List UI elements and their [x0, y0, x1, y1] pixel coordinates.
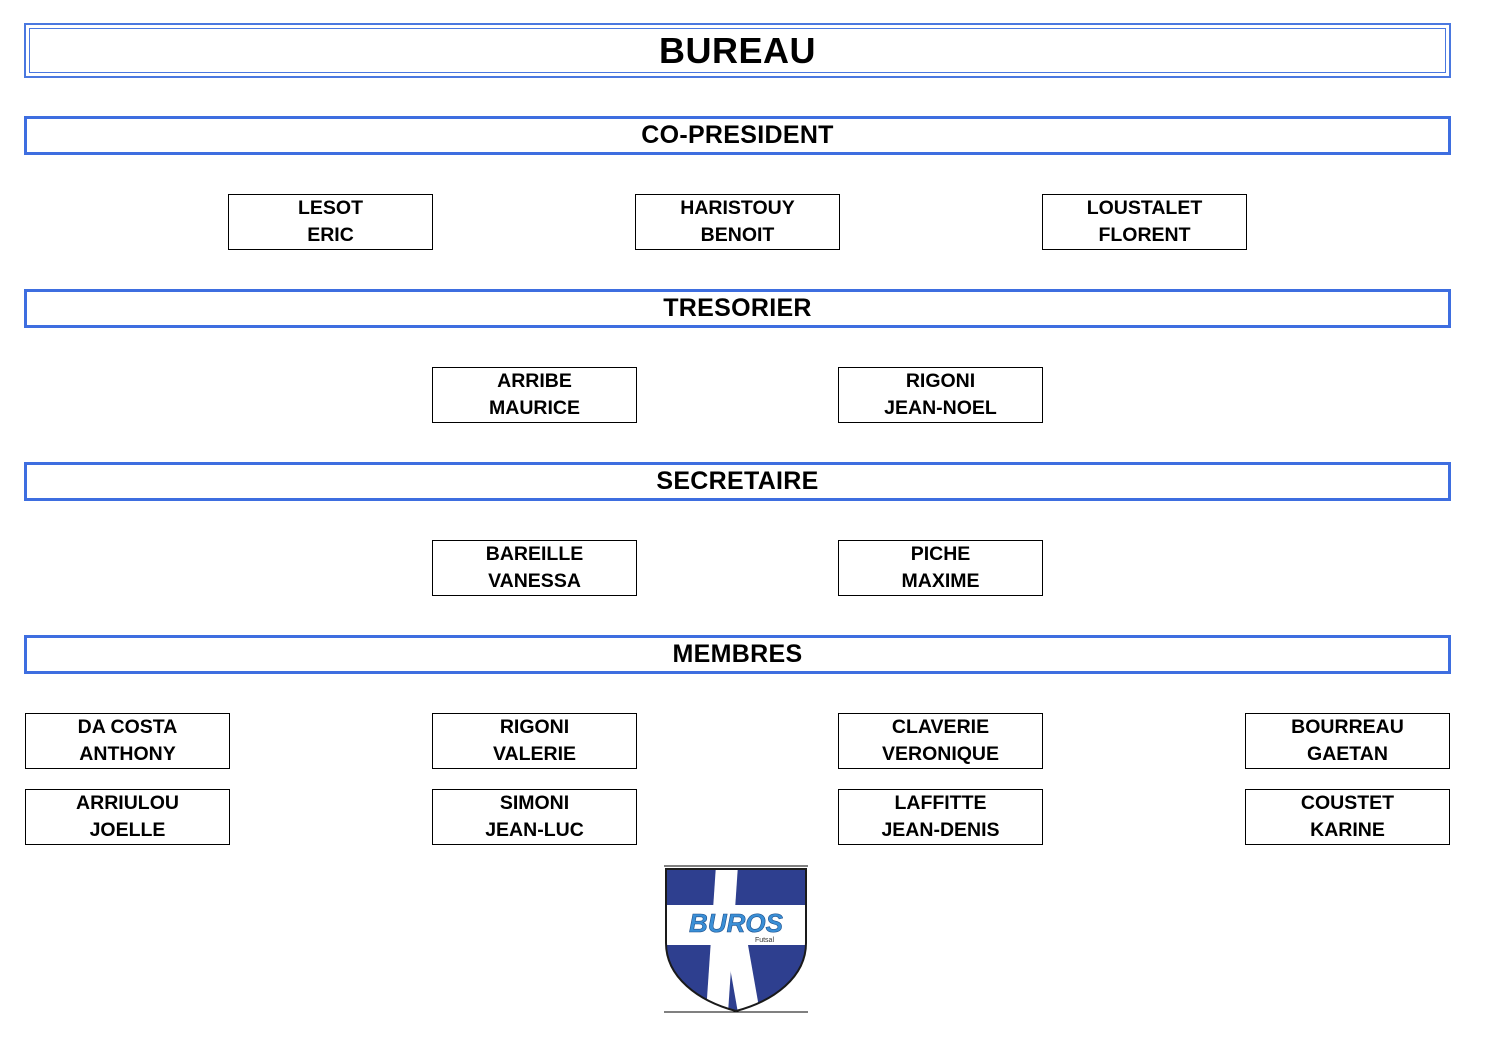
member-first-name: ERIC	[307, 224, 354, 246]
member-card: ARRIULOU JOELLE	[25, 789, 230, 845]
member-first-name: MAURICE	[489, 397, 580, 419]
member-last-name: ARRIBE	[497, 370, 572, 392]
member-last-name: LESOT	[297, 197, 363, 219]
member-last-name: BAREILLE	[485, 543, 584, 565]
section-title: SECRETAIRE	[656, 467, 819, 495]
member-first-name: JEAN-DENIS	[881, 819, 1000, 841]
section-header-secretaire: SECRETAIRE	[24, 462, 1451, 501]
club-crest-icon: BUROS Futsal	[664, 865, 808, 1013]
member-card: COUSTET KARINE	[1245, 789, 1450, 845]
member-card: LESOT ERIC	[228, 194, 433, 250]
member-card: HARISTOUY BENOIT	[635, 194, 840, 250]
section-title: TRESORIER	[663, 294, 812, 322]
member-last-name: DA COSTA	[77, 716, 178, 738]
member-last-name: SIMONI	[499, 792, 570, 814]
member-last-name: COUSTET	[1300, 792, 1395, 814]
member-first-name: BENOIT	[700, 224, 775, 246]
member-first-name: KARINE	[1310, 819, 1385, 841]
section-title: MEMBRES	[672, 640, 803, 668]
member-first-name: JEAN-LUC	[485, 819, 584, 841]
section-header-co-president: CO-PRESIDENT	[24, 116, 1451, 155]
page-title-box: BUREAU	[24, 23, 1451, 78]
member-first-name: ANTHONY	[79, 743, 176, 765]
member-first-name: FLORENT	[1098, 224, 1191, 246]
member-card: DA COSTA ANTHONY	[25, 713, 230, 769]
member-last-name: BOURREAU	[1291, 716, 1404, 738]
member-last-name: PICHE	[910, 543, 971, 565]
member-card: BOURREAU GAETAN	[1245, 713, 1450, 769]
logo-subtext: Futsal	[755, 937, 775, 944]
member-last-name: RIGONI	[499, 716, 570, 738]
section-header-tresorier: TRESORIER	[24, 289, 1451, 328]
member-last-name: RIGONI	[905, 370, 976, 392]
member-card: ARRIBE MAURICE	[432, 367, 637, 423]
member-card: PICHE MAXIME	[838, 540, 1043, 596]
logo-text: BUROS	[689, 908, 784, 938]
section-header-membres: MEMBRES	[24, 635, 1451, 674]
member-first-name: MAXIME	[901, 570, 980, 592]
member-last-name: ARRIULOU	[76, 792, 179, 814]
section-title: CO-PRESIDENT	[641, 121, 834, 149]
member-first-name: GAETAN	[1307, 743, 1388, 765]
member-card: CLAVERIE VERONIQUE	[838, 713, 1043, 769]
member-card: LAFFITTE JEAN-DENIS	[838, 789, 1043, 845]
member-last-name: LAFFITTE	[894, 792, 987, 814]
member-last-name: LOUSTALET	[1086, 197, 1203, 219]
member-last-name: HARISTOUY	[680, 197, 795, 219]
page-title: BUREAU	[658, 29, 816, 71]
member-card: LOUSTALET FLORENT	[1042, 194, 1247, 250]
member-first-name: JEAN-NOEL	[884, 397, 997, 419]
member-last-name: CLAVERIE	[891, 716, 990, 738]
member-first-name: JOELLE	[89, 819, 166, 841]
member-card: RIGONI VALERIE	[432, 713, 637, 769]
member-card: RIGONI JEAN-NOEL	[838, 367, 1043, 423]
member-card: SIMONI JEAN-LUC	[432, 789, 637, 845]
member-card: BAREILLE VANESSA	[432, 540, 637, 596]
member-first-name: VERONIQUE	[881, 743, 1000, 765]
member-first-name: VANESSA	[488, 570, 581, 592]
member-first-name: VALERIE	[492, 743, 577, 765]
